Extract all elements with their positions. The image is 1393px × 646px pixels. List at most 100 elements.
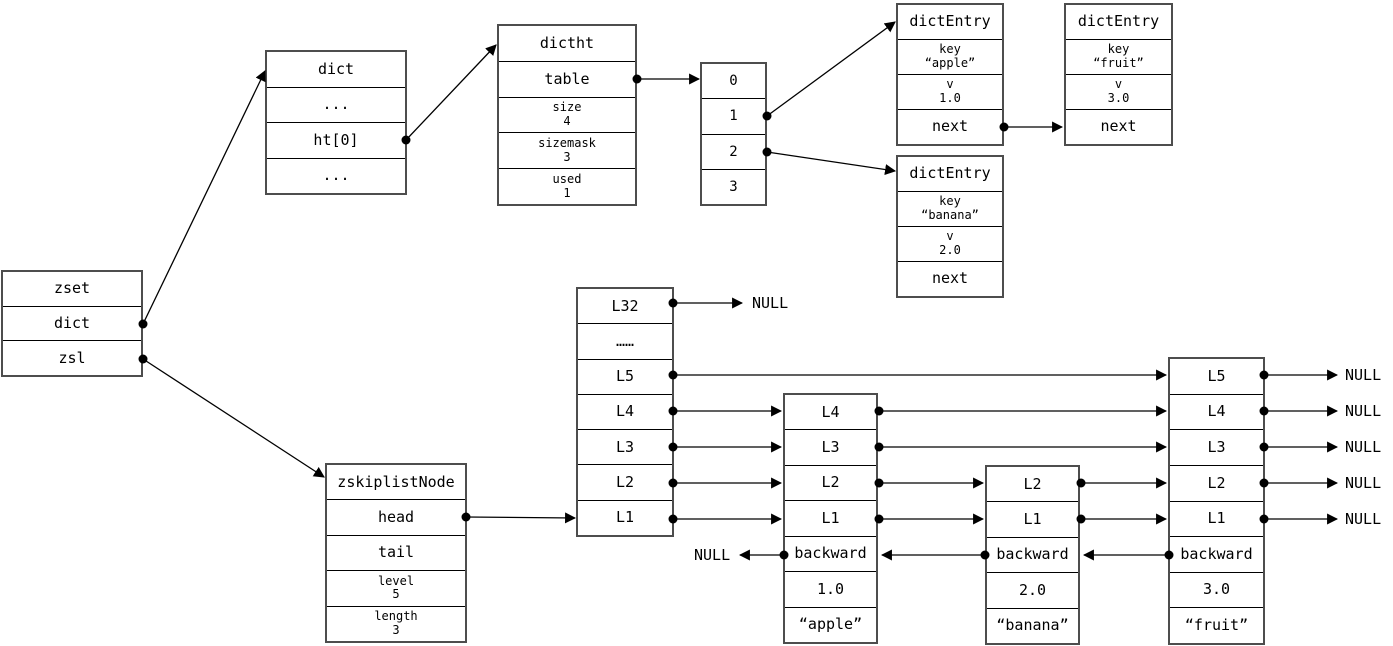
fruit-member: “fruit” xyxy=(1170,607,1263,643)
dictentry-key-row: key “fruit” xyxy=(1066,39,1171,74)
dictht-title: dictht xyxy=(539,33,595,52)
fruit-level-L3: L3 xyxy=(1170,429,1263,465)
apple-level-L3: L3 xyxy=(785,429,876,464)
dictentry-next-row: next xyxy=(898,261,1002,296)
bucket-2: 2 xyxy=(702,133,765,169)
field-value: 5 xyxy=(392,587,400,602)
banana-level-L2: L2 xyxy=(1023,474,1042,493)
dictentry-v-row: v 3.0 xyxy=(1066,74,1171,109)
dictentry-title: dictEntry xyxy=(909,12,991,31)
apple-level-L2: L2 xyxy=(785,464,876,500)
dict-row-ellipsis-1: ... xyxy=(267,86,405,123)
apple-backward-row: backward xyxy=(785,535,876,571)
zskiplistnode-title: zskiplistNode xyxy=(337,472,455,491)
dictht-row-used: used 1 xyxy=(499,168,635,204)
key-label: key xyxy=(939,42,961,57)
field-value: 1 xyxy=(563,185,571,200)
bucket-3: 3 xyxy=(702,168,765,204)
null-label-fruit-l2: NULL xyxy=(1345,474,1382,492)
head-level-L5: L5 xyxy=(578,358,672,394)
dictht-row-table: table xyxy=(499,60,635,97)
dictht-box: dictht table size 4 sizemask 3 used 1 xyxy=(497,24,637,206)
dictentry-banana-box: dictEntry key “banana” v 2.0 next xyxy=(896,155,1004,298)
null-label-backward: NULL xyxy=(694,546,731,564)
dict-title: dict xyxy=(317,59,355,78)
field-value: 3 xyxy=(392,622,400,637)
zset-row-zsl: zsl xyxy=(3,340,141,375)
fruit-level-L1: L1 xyxy=(1170,500,1263,537)
bucket-array: 0 1 2 3 xyxy=(700,62,767,206)
dict-row-ht0: ht[0] xyxy=(267,122,405,158)
banana-backward-row: backward xyxy=(987,536,1078,572)
fruit-level-L4: L4 xyxy=(1170,393,1263,430)
apple-level-L4: L4 xyxy=(821,402,840,421)
field-value: 4 xyxy=(563,113,571,128)
field-name: used xyxy=(552,171,582,186)
zskiplistnode-box: zskiplistNode head tail level 5 length 3 xyxy=(325,463,467,643)
skiplist-head-column: L32 …… L5 L4 L3 L2 L1 xyxy=(576,287,674,537)
bucket-0: 0 xyxy=(729,73,738,90)
zskiplistnode-row-head: head xyxy=(327,499,465,534)
apple-score: 1.0 xyxy=(785,571,876,606)
field-name: level xyxy=(377,573,415,588)
dictentry-apple-box: dictEntry key “apple” v 1.0 next xyxy=(896,3,1004,146)
skiplist-node-apple: L4 L3 L2 L1 backward 1.0 “apple” xyxy=(783,393,878,644)
dictentry-next-row: next xyxy=(898,109,1002,144)
v-label: v xyxy=(1114,77,1123,92)
v-label: v xyxy=(946,77,954,92)
field-name: length xyxy=(374,609,418,624)
v-value: 3.0 xyxy=(1107,91,1130,105)
key-label: key xyxy=(1107,42,1130,57)
v-value: 2.0 xyxy=(939,243,961,257)
banana-level-L1: L1 xyxy=(987,501,1078,536)
null-label-fruit-l4: NULL xyxy=(1345,402,1382,420)
zskiplistnode-row-level: level 5 xyxy=(327,570,465,605)
apple-member: “apple” xyxy=(785,606,876,642)
key-value: “fruit” xyxy=(1093,56,1144,70)
dictentry-v-row: v 1.0 xyxy=(898,74,1002,109)
null-label-fruit-l5: NULL xyxy=(1345,366,1382,384)
field-name: size xyxy=(552,100,582,115)
head-level-L2: L2 xyxy=(578,464,672,499)
arrow-bucket1-to-apple-entry xyxy=(766,21,896,117)
zskiplistnode-row-tail: tail xyxy=(327,534,465,570)
dict-row-ellipsis-2: ... xyxy=(267,157,405,194)
arrow-bucket2-to-banana-entry xyxy=(766,151,897,176)
key-value: “banana” xyxy=(921,208,979,222)
field-name: sizemask xyxy=(538,135,596,150)
skiplist-node-banana: L2 L1 backward 2.0 “banana” xyxy=(985,465,1080,645)
dictentry-key-row: key “apple” xyxy=(898,39,1002,74)
key-label: key xyxy=(939,194,961,209)
dictentry-key-row: key “banana” xyxy=(898,191,1002,226)
null-label-fruit-l1: NULL xyxy=(1345,510,1382,528)
banana-member: “banana” xyxy=(987,607,1078,643)
null-label-l32: NULL xyxy=(752,294,789,312)
dictentry-v-row: v 2.0 xyxy=(898,226,1002,261)
v-value: 1.0 xyxy=(939,91,961,105)
arrow-zset-zsl-to-zskiplistnode xyxy=(142,358,325,478)
v-label: v xyxy=(946,229,954,244)
dictht-row-sizemask: sizemask 3 xyxy=(499,132,635,168)
head-level-L3: L3 xyxy=(578,429,672,464)
head-level-L1: L1 xyxy=(578,499,672,535)
key-value: “apple” xyxy=(924,56,976,70)
dictht-row-size: size 4 xyxy=(499,96,635,133)
zset-box: zset dict zsl xyxy=(1,270,143,377)
dict-box: dict ... ht[0] ... xyxy=(265,50,407,195)
zskiplistnode-row-length: length 3 xyxy=(327,605,465,641)
arrow-ht0-to-dictht xyxy=(405,44,497,141)
banana-score: 2.0 xyxy=(987,572,1078,607)
dictentry-next-row: next xyxy=(1066,109,1171,144)
skiplist-node-fruit: L5 L4 L3 L2 L1 backward 3.0 “fruit” xyxy=(1168,357,1265,645)
fruit-score: 3.0 xyxy=(1170,571,1263,608)
field-value: 3 xyxy=(563,149,571,164)
fruit-level-L2: L2 xyxy=(1170,464,1263,501)
head-level-L32: L32 xyxy=(611,296,639,315)
bucket-1: 1 xyxy=(702,98,765,133)
head-level-ellipsis: …… xyxy=(578,323,672,358)
fruit-backward-row: backward xyxy=(1170,536,1263,572)
dictentry-fruit-box: dictEntry key “fruit” v 3.0 next xyxy=(1064,3,1173,146)
zset-title: zset xyxy=(53,279,91,298)
apple-level-L1: L1 xyxy=(785,500,876,535)
